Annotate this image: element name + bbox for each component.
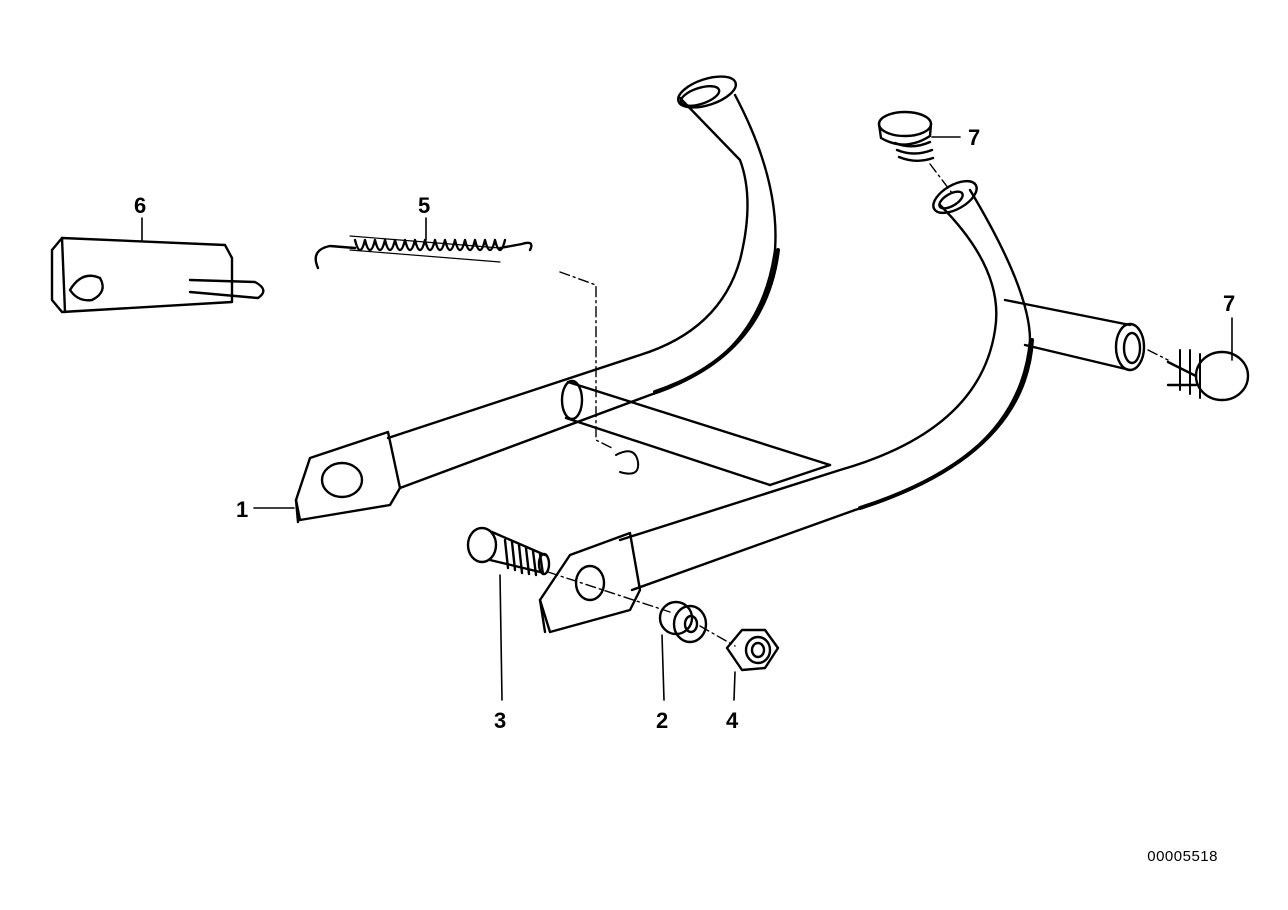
nut-part — [727, 630, 778, 670]
leader-lines — [142, 137, 1232, 700]
assembly-lines — [548, 164, 1168, 646]
callout-2: 2 — [656, 708, 669, 733]
spring-part — [316, 236, 532, 268]
callout-5: 5 — [418, 193, 431, 218]
callout-7-top: 7 — [968, 125, 981, 150]
side-plug-part — [1168, 350, 1248, 400]
center-stand-frame — [296, 70, 1144, 632]
clip-part — [52, 238, 263, 312]
callout-7-side: 7 — [1223, 291, 1236, 316]
callout-6: 6 — [134, 193, 147, 218]
callout-1: 1 — [236, 497, 249, 522]
callout-3: 3 — [494, 708, 507, 733]
bolt-part — [468, 528, 549, 575]
diagram-reference-number: 00005518 — [1147, 848, 1218, 865]
top-cap-part — [879, 112, 933, 161]
bushing-part — [660, 602, 706, 642]
callout-4: 4 — [726, 708, 739, 733]
